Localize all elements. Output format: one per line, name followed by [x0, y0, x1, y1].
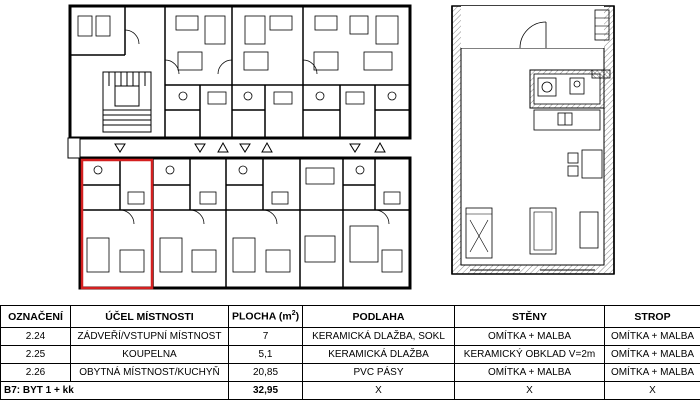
building-floor-plan — [67, 4, 412, 290]
cell-purpose: OBYTNÁ MÍSTNOST/KUCHYŇ — [70, 363, 229, 382]
total-area: 32,95 — [228, 381, 303, 400]
header-purpose: ÚČEL MÍSTNOSTI — [70, 305, 229, 328]
cell-floor: KERAMICKÁ DLAŽBA, SOKL — [302, 327, 455, 346]
cell-id: 2.26 — [0, 363, 71, 382]
table-header-row: OZNAČENÍ ÚČEL MÍSTNOSTI PLOCHA (m2) PODL… — [0, 305, 700, 328]
apartment-detail-plan — [451, 5, 615, 275]
cell-area: 20,85 — [228, 363, 303, 382]
cell-floor: KERAMICKÁ DLAŽBA — [302, 345, 455, 364]
cell-purpose: ZÁDVEŘÍ/VSTUPNÍ MÍSTNOST — [70, 327, 229, 346]
cell-walls: OMÍTKA + MALBA — [454, 363, 605, 382]
total-ceiling: X — [604, 381, 700, 400]
header-area-sup: 2 — [291, 310, 296, 318]
header-floor: PODLAHA — [302, 305, 455, 328]
header-id: OZNAČENÍ — [0, 305, 71, 328]
header-ceiling: STROP — [604, 305, 700, 328]
total-walls: X — [454, 381, 605, 400]
apartment-highlight — [80, 158, 154, 290]
header-area-text: PLOCHA (m — [232, 310, 292, 323]
cell-walls: OMÍTKA + MALBA — [454, 327, 605, 346]
cell-walls: KERAMICKÝ OBKLAD V=2m — [454, 345, 605, 364]
cell-ceiling: OMÍTKA + MALBA — [604, 327, 700, 346]
table-row: 2.25 KOUPELNA 5,1 KERAMICKÁ DLAŽBA KERAM… — [0, 345, 700, 364]
room-schedule-table: OZNAČENÍ ÚČEL MÍSTNOSTI PLOCHA (m2) PODL… — [0, 305, 700, 400]
cell-id: 2.25 — [0, 345, 71, 364]
total-floor: X — [302, 381, 455, 400]
total-label: B7: BYT 1 + kk — [0, 381, 229, 400]
table-row: 2.26 OBYTNÁ MÍSTNOST/KUCHYŇ 20,85 PVC PÁ… — [0, 363, 700, 382]
cell-floor: PVC PÁSY — [302, 363, 455, 382]
cell-id: 2.24 — [0, 327, 71, 346]
table-row: 2.24 ZÁDVEŘÍ/VSTUPNÍ MÍSTNOST 7 KERAMICK… — [0, 327, 700, 346]
header-walls: STĚNY — [454, 305, 605, 328]
cell-purpose: KOUPELNA — [70, 345, 229, 364]
floor-plan-drawings — [67, 4, 615, 290]
cell-area: 7 — [228, 327, 303, 346]
table-total-row: B7: BYT 1 + kk 32,95 X X X — [0, 381, 700, 400]
cell-ceiling: OMÍTKA + MALBA — [604, 363, 700, 382]
cell-area: 5,1 — [228, 345, 303, 364]
header-area: PLOCHA (m2) — [228, 305, 303, 328]
cell-ceiling: OMÍTKA + MALBA — [604, 345, 700, 364]
header-area-close: ) — [295, 310, 300, 323]
